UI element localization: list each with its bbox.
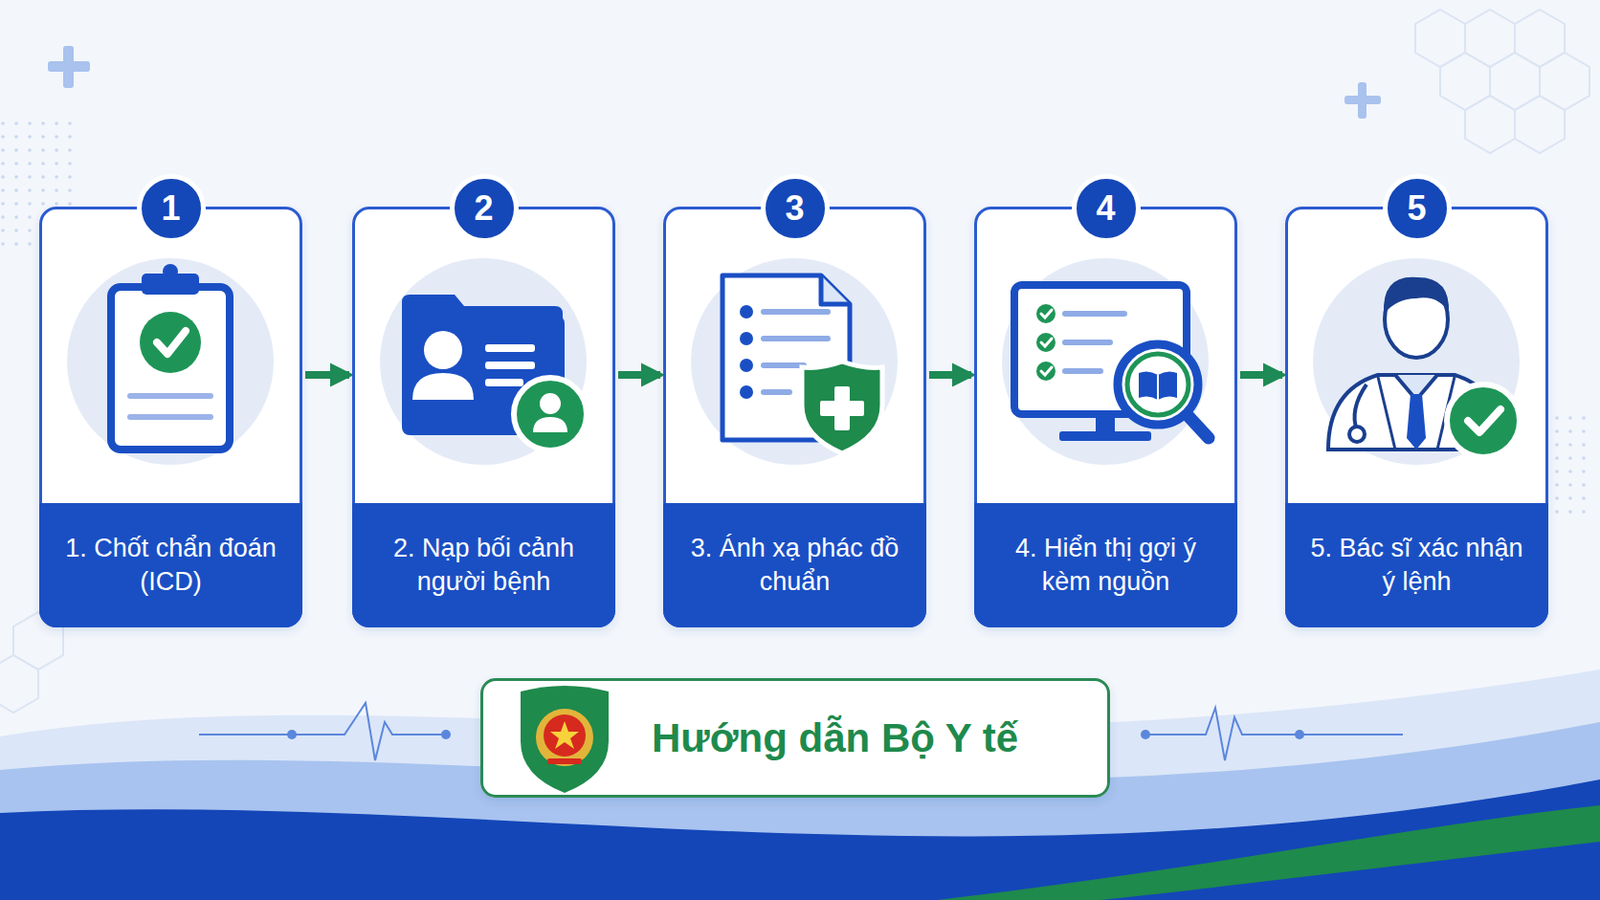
guideline-box: Hướng dẫn Bộ Y tế — [480, 678, 1111, 799]
label-band: 1. Chốt chẩn đoán (ICD) — [39, 503, 303, 628]
label-band: 2. Nạp bối cảnh người bệnh — [352, 503, 616, 628]
plus-decor — [47, 45, 1381, 119]
step-number: 3 — [760, 174, 830, 244]
step-number: 1 — [136, 174, 206, 244]
guide-ground — [480, 678, 1111, 799]
flow-arrow — [929, 371, 972, 379]
label-band: 4. Hiển thị gợi ý kèm nguồn — [974, 503, 1238, 628]
step-label: 5. Bác sĩ xác nhận ý lệnh — [1304, 532, 1530, 600]
flow-arrow — [618, 371, 661, 379]
protocol-document-icon — [690, 258, 898, 466]
step-label: 4. Hiển thị gợi ý kèm nguồn — [993, 532, 1219, 600]
step-card: 22. Nạp bối cảnh người bệnh — [352, 206, 616, 628]
step-number: 2 — [449, 174, 519, 244]
waves — [0, 669, 1600, 900]
card-ground — [663, 206, 927, 628]
doctor-icon — [1312, 258, 1520, 466]
step-label: 2. Nạp bối cảnh người bệnh — [371, 532, 597, 600]
flow-arrow — [1240, 371, 1283, 379]
card-ground — [974, 206, 1238, 628]
card-ground — [352, 206, 616, 628]
patient-folder-icon — [379, 258, 587, 466]
step-card: 33. Ánh xạ phác đồ chuẩn — [663, 206, 927, 628]
emblem — [520, 686, 609, 794]
step-number: 5 — [1382, 174, 1452, 244]
guideline-title: Hướng dẫn Bộ Y tế — [651, 715, 1019, 762]
hexagon-decor — [0, 9, 1590, 713]
step-card: 11. Chốt chẩn đoán (ICD) — [39, 206, 303, 628]
label-band: 3. Ánh xạ phác đồ chuẩn — [663, 503, 927, 628]
step-card: 44. Hiển thị gợi ý kèm nguồn — [974, 206, 1238, 628]
monitor-icon — [1001, 258, 1209, 466]
flow-arrow — [305, 371, 350, 379]
card-ground — [1285, 206, 1549, 628]
label-band: 5. Bác sĩ xác nhận ý lệnh — [1285, 503, 1549, 628]
step-label: 1. Chốt chẩn đoán (ICD) — [58, 532, 284, 600]
card-ground — [39, 206, 303, 628]
clipboard-icon — [66, 258, 274, 466]
step-label: 3. Ánh xạ phác đồ chuẩn — [682, 532, 908, 600]
step-number: 4 — [1071, 174, 1141, 244]
step-card: 55. Bác sĩ xác nhận ý lệnh — [1285, 206, 1549, 628]
